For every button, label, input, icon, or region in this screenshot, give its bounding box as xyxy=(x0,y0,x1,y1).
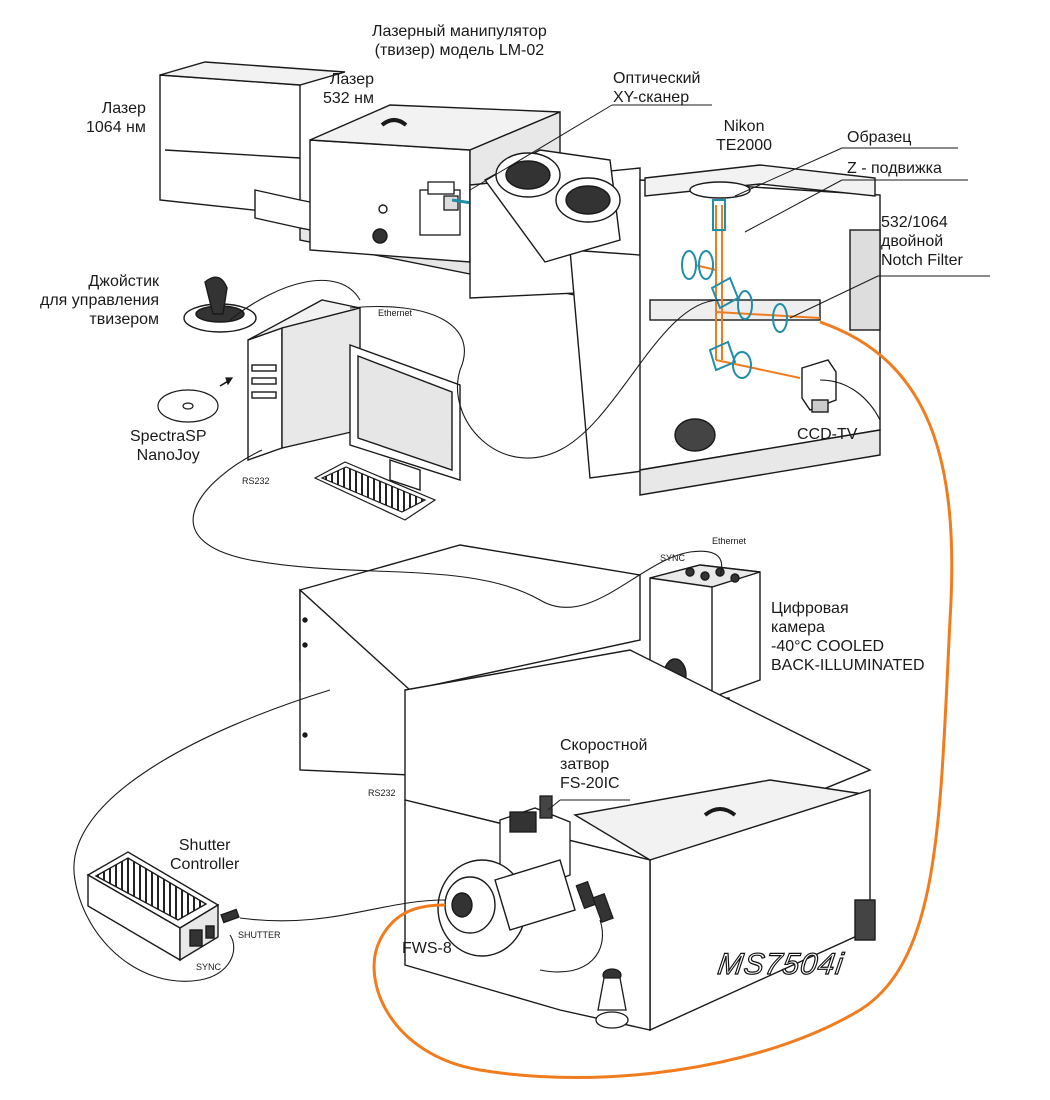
software-disc xyxy=(157,377,234,423)
callout-lines xyxy=(469,104,990,811)
joystick-label: Джойстик для управления твизером xyxy=(40,273,160,328)
laser-1064-label: Лазер 1064 нм xyxy=(86,100,146,136)
fast-shutter-label: Скоростной затвор FS-20IC xyxy=(560,737,648,792)
shutter-controller-label: Shutter Controller xyxy=(170,837,240,873)
monitor xyxy=(349,344,461,491)
rs232-top-label: RS232 xyxy=(242,476,270,486)
digital-camera-label: Цифровая камера -40°C COOLED BACK-ILLUMI… xyxy=(771,600,925,674)
spectrograph-foot xyxy=(595,968,629,1029)
shutter-controller xyxy=(86,851,240,962)
camera-ethernet-label: Ethernet xyxy=(712,536,747,546)
ccd-tv-label: CCD-TV xyxy=(797,426,858,443)
fws-8-label: FWS-8 xyxy=(402,940,452,957)
spectrograph-back-box xyxy=(299,544,641,776)
notch-filter-label: 532/1064 двойной Notch Filter xyxy=(881,214,963,269)
laser-532-label: Лазер 532 нм xyxy=(323,71,374,107)
ethernet-top-label: Ethernet xyxy=(378,308,413,318)
xy-scanner-label: Оптический XY-сканер xyxy=(613,70,701,106)
optical-elements xyxy=(681,199,788,379)
fws-8-filter-wheel xyxy=(437,859,576,957)
nikon-label: Nikon TE2000 xyxy=(716,118,773,154)
xy-scanner xyxy=(419,181,473,236)
microscope-eyepieces xyxy=(483,149,621,263)
keyboard xyxy=(313,461,437,521)
sync-port-label: SYNC xyxy=(196,962,222,972)
spectrograph-brand: MS7504i xyxy=(715,947,846,981)
optical-fiber xyxy=(372,320,954,1079)
laser-1064-unit xyxy=(159,61,346,216)
tweezer-label: Лазерный манипулятор (твизер) модель LM-… xyxy=(372,23,547,59)
cable-connectors xyxy=(575,880,614,924)
shutter-port-label: SHUTTER xyxy=(238,930,281,940)
sample-label: Образец xyxy=(847,129,912,146)
pc-tower xyxy=(247,299,361,461)
data-cables xyxy=(73,279,881,982)
rs232-bottom-label: RS232 xyxy=(368,788,396,798)
z-stage-label: Z - подвижка xyxy=(847,160,942,177)
software-label: SpectraSP NanoJoy xyxy=(130,428,207,464)
joystick xyxy=(183,276,257,333)
ccd-tv-camera xyxy=(801,359,837,413)
camera-sync-label: SYNC xyxy=(660,553,686,563)
